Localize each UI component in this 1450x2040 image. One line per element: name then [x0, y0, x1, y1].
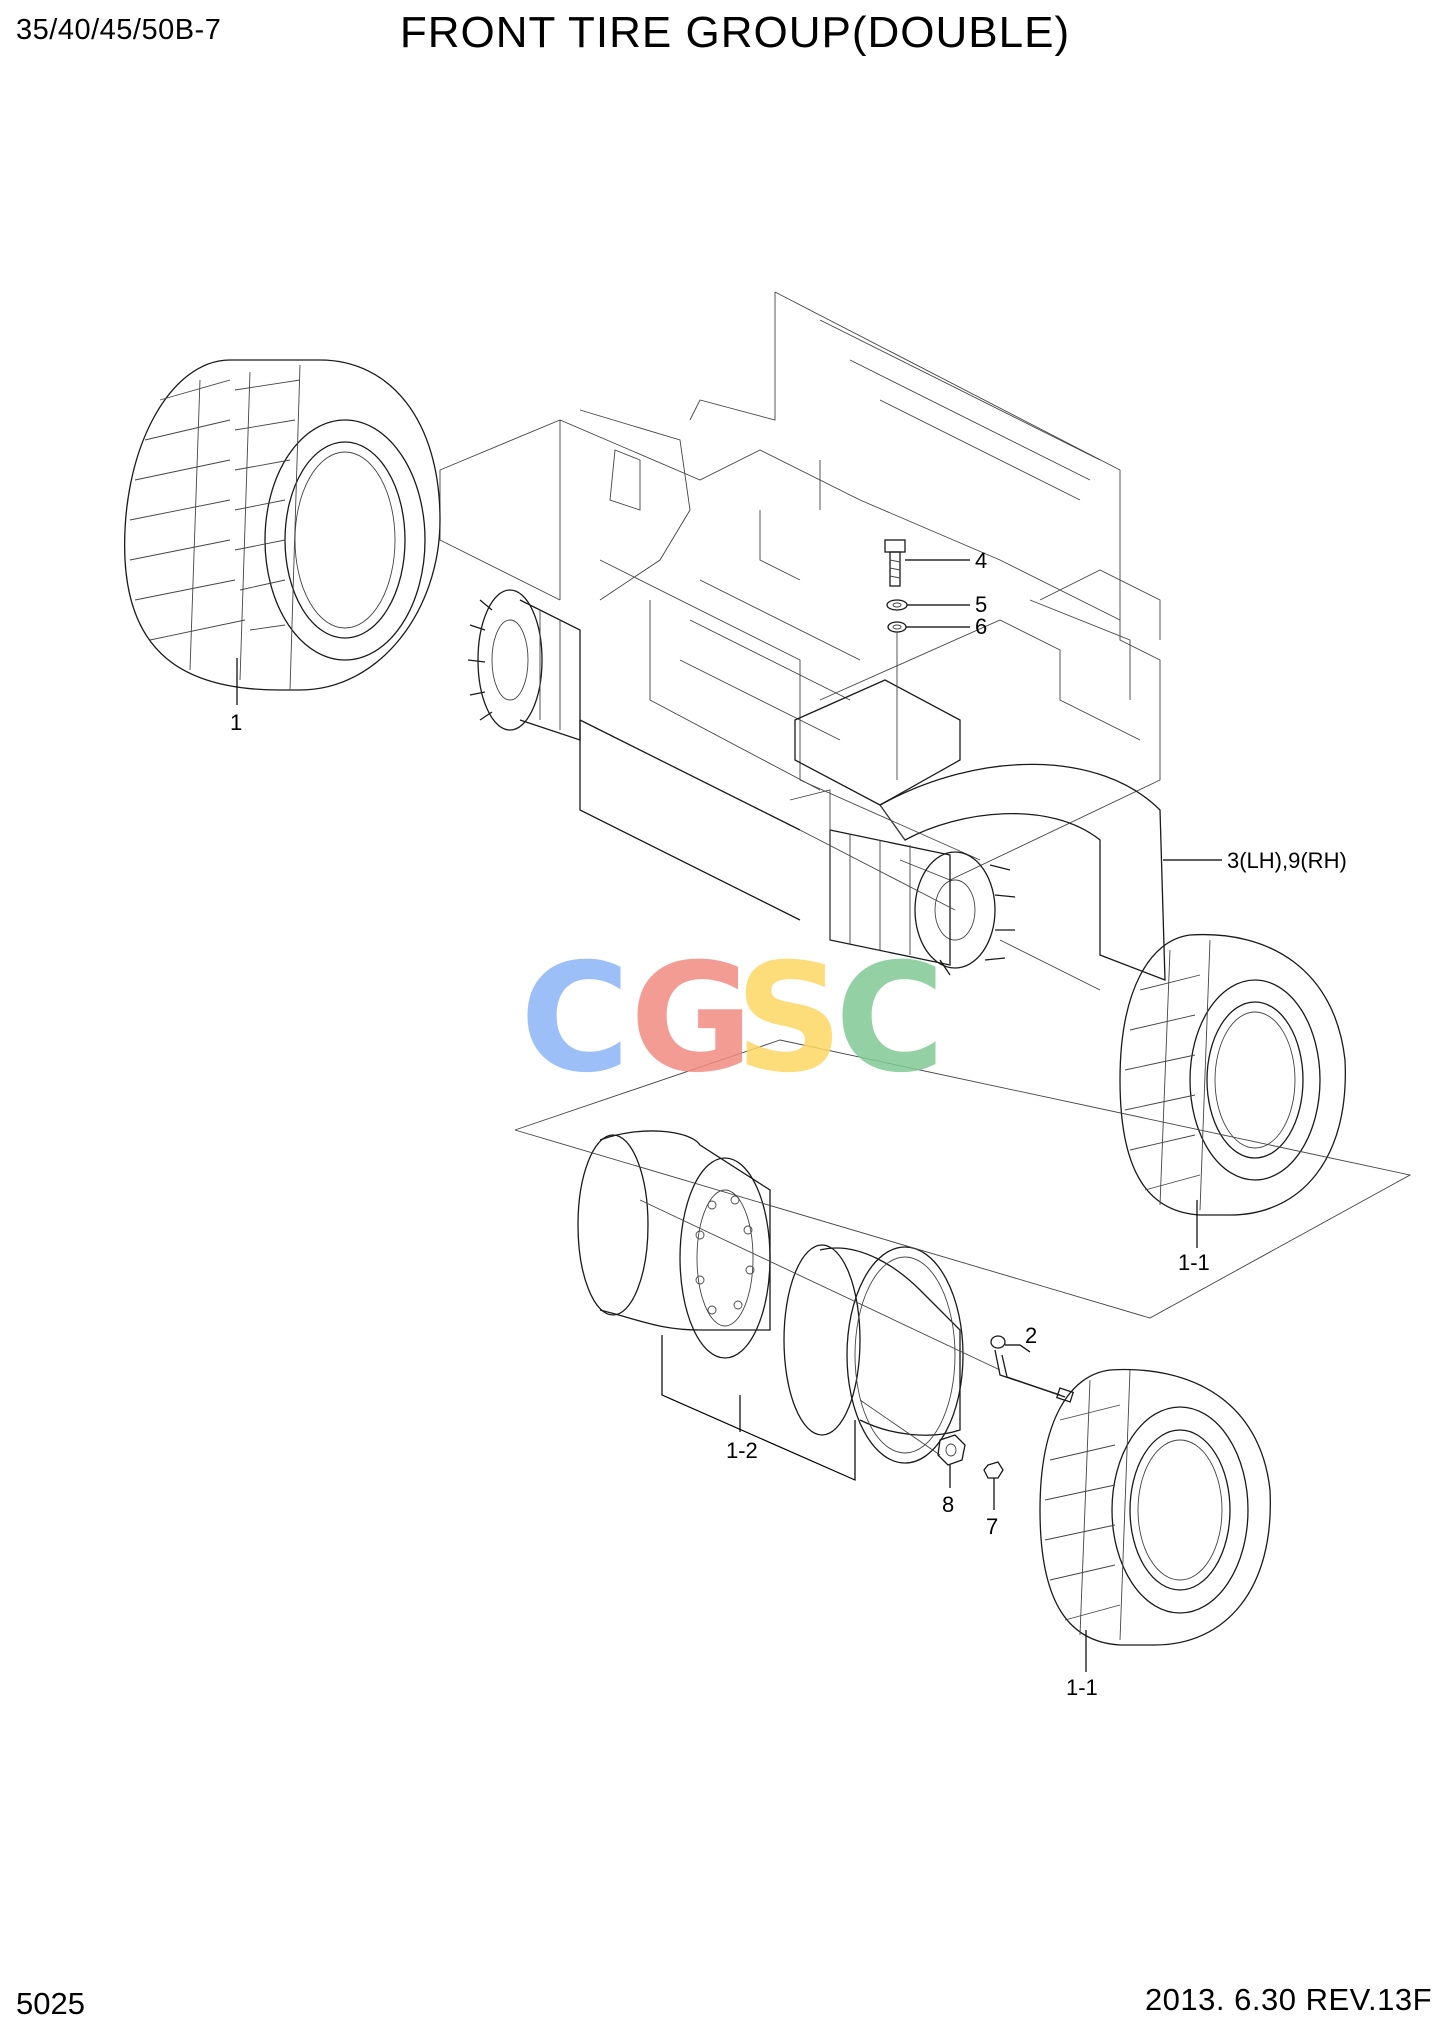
wheel-nut [937, 1434, 966, 1466]
rim-assembly [577, 1130, 964, 1464]
washer-upper [886, 599, 908, 611]
washer-upper-hole [892, 602, 902, 608]
watermark-letter-c2: C [835, 932, 945, 1106]
watermark-letter-s: S [735, 932, 843, 1106]
watermark-logo: C G S C [520, 932, 945, 1106]
bolt [884, 539, 906, 587]
watermark-letter-c1: C [520, 932, 630, 1106]
tire-inner-right [1119, 933, 1346, 1216]
assembly-outline [514, 1039, 1412, 1319]
washer-lower [887, 621, 907, 633]
wheel-stud [983, 1461, 1004, 1479]
model-number: 35/40/45/50B-7 [16, 14, 222, 46]
callout-fender: 3(LH),9(RH) [1227, 848, 1347, 873]
callout-tire-outer: 1-1 [1066, 1675, 1098, 1700]
callout-rim: 1-2 [726, 1438, 758, 1463]
right-axle-hub [789, 789, 1016, 976]
callout-bolt: 4 [975, 548, 987, 573]
assembly-leader-rim [639, 1199, 1001, 1456]
chassis-frame [439, 291, 1161, 921]
callout-stud: 7 [986, 1514, 998, 1539]
callout-washer-lower: 6 [975, 614, 987, 639]
watermark-letter-g: G [630, 932, 753, 1106]
page-number: 5025 [16, 1986, 85, 2021]
callout-tire-inner: 1-1 [1178, 1250, 1210, 1275]
leader-2 [1005, 1344, 1031, 1353]
leader-1-2-bracket [661, 1335, 856, 1481]
callout-tire-left: 1 [230, 710, 242, 735]
fender [794, 679, 1166, 981]
callout-nut: 8 [942, 1492, 954, 1517]
assembly-leader-right [799, 829, 1101, 991]
valve-stem [990, 1335, 1075, 1403]
tire-left-double [124, 359, 441, 691]
page-title: FRONT TIRE GROUP(DOUBLE) [399, 8, 1071, 57]
left-axle-hub [467, 589, 581, 741]
callout-valve: 2 [1025, 1323, 1037, 1348]
revision-date: 2013. 6.30 REV.13F [1144, 1982, 1432, 2017]
tire-outer-right [1039, 1368, 1271, 1646]
callout-washer-upper: 5 [975, 592, 987, 617]
washer-lower-hole [892, 624, 902, 630]
